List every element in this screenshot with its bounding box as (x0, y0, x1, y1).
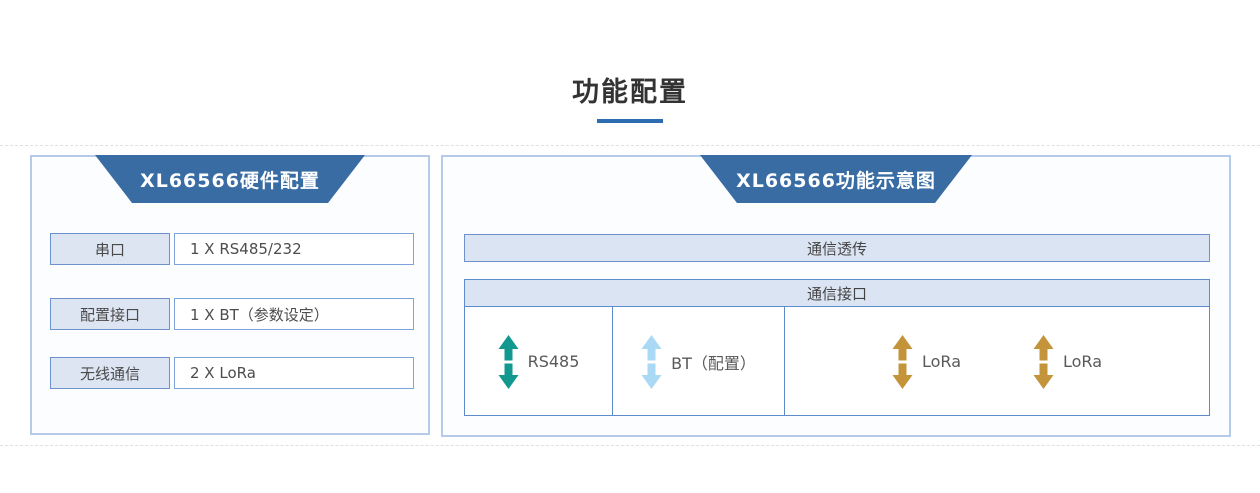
hardware-panel-header-label: XL66566硬件配置 (140, 169, 320, 192)
lora-group-2: LoRa (1033, 334, 1102, 389)
section-title: 功能配置 (572, 77, 688, 108)
function-diagram-panel: XL66566功能示意图 通信透传 通信接口 RS485 (441, 155, 1231, 437)
hardware-row-label: 无线通信 (50, 357, 170, 389)
rs485-group: RS485 (498, 334, 580, 389)
hardware-panel-header: XL66566硬件配置 (95, 155, 365, 203)
lora-group-1: LoRa (892, 334, 961, 389)
section-divider-bottom (0, 445, 1260, 446)
hardware-row-value: 1 X BT（参数设定） (174, 298, 414, 330)
double-arrow-icon (1033, 334, 1054, 389)
section-title-block: 功能配置 (0, 70, 1260, 123)
arrow-label: RS485 (527, 352, 580, 371)
interface-cell-lora: LoRa LoRa (785, 307, 1209, 416)
arrow-label: LoRa (1063, 352, 1102, 371)
double-arrow-icon (498, 334, 519, 389)
arrow-label: LoRa (922, 352, 961, 371)
interface-cell-bt: BT（配置） (613, 307, 785, 416)
function-panel-header: XL66566功能示意图 (700, 155, 972, 203)
hardware-row-label: 配置接口 (50, 298, 170, 330)
hardware-row-label: 串口 (50, 233, 170, 265)
interface-cell-rs485: RS485 (465, 307, 613, 416)
title-underline (597, 119, 663, 123)
function-panel-header-label: XL66566功能示意图 (736, 169, 936, 192)
section-divider-top (0, 145, 1260, 146)
double-arrow-icon (892, 334, 913, 389)
interface-box-header: 通信接口 (465, 280, 1209, 307)
hardware-config-panel: XL66566硬件配置 串口 1 X RS485/232 配置接口 1 X BT… (30, 155, 430, 435)
hardware-row-value: 2 X LoRa (174, 357, 414, 389)
interface-box: 通信接口 RS485 (464, 279, 1210, 416)
passthrough-bar: 通信透传 (464, 234, 1210, 262)
double-arrow-icon (641, 334, 662, 389)
bt-group: BT（配置） (641, 334, 756, 389)
hardware-row-value: 1 X RS485/232 (174, 233, 414, 265)
interface-cells: RS485 BT（配置） (465, 307, 1209, 416)
arrow-label: BT（配置） (671, 353, 756, 373)
